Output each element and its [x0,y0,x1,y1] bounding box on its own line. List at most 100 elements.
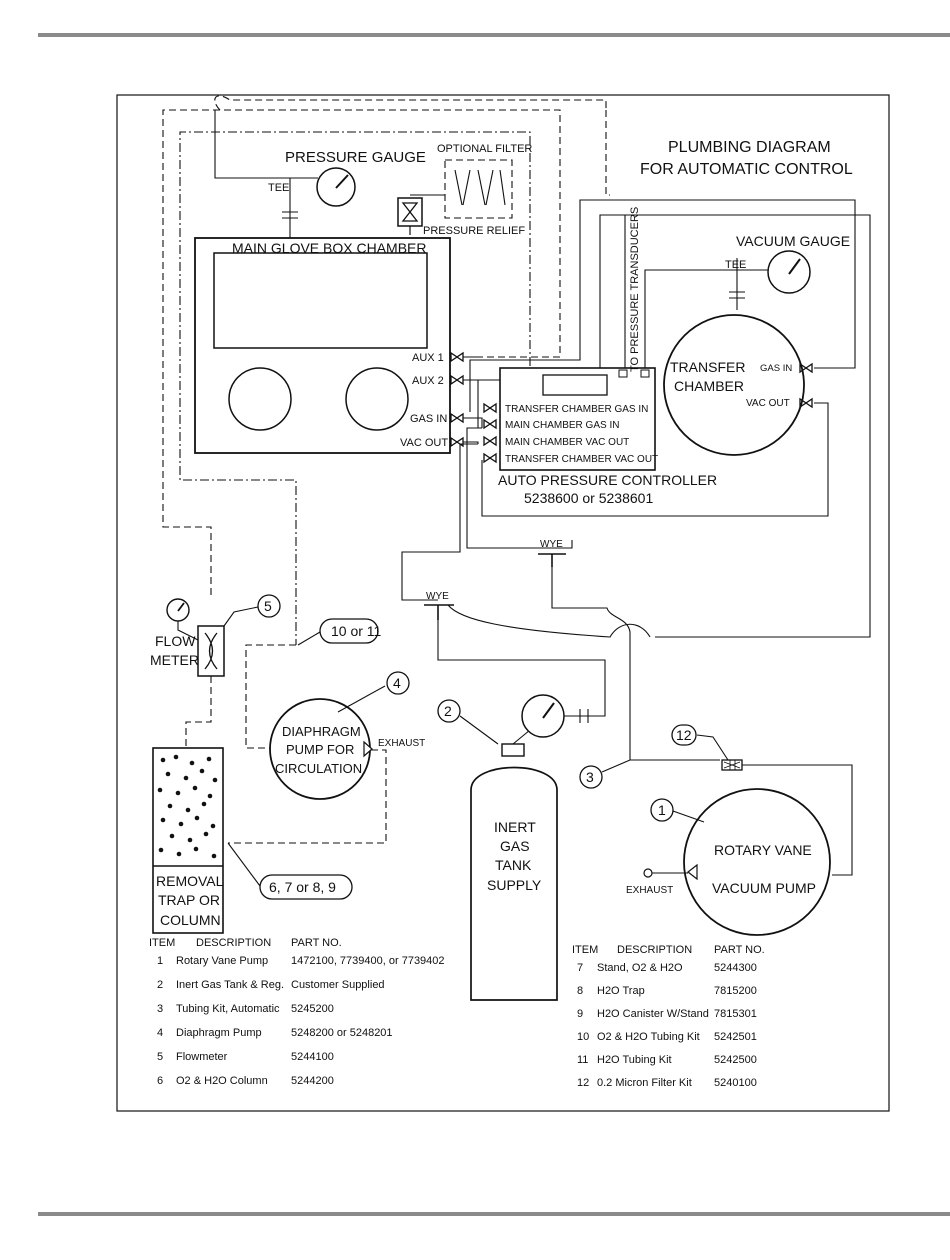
tee-left-label: TEE [268,182,289,194]
micron-filter-icon [721,759,743,771]
svg-text:2: 2 [444,703,452,719]
rotary-exhaust-label: EXHAUST [626,885,673,896]
parts-right-header-item: ITEM [572,944,598,956]
parts-description-cell: H2O Trap [597,985,645,997]
parts-item-cell: 4 [157,1027,163,1039]
parts-left-header-part: PART NO. [291,937,342,949]
parts-left-header-item: ITEM [149,937,175,949]
svg-text:5: 5 [264,598,272,614]
parts-row: 6 O2 & H2O Column 5244200 [157,1075,334,1087]
callout-2: 2 [437,699,499,745]
svg-text:1: 1 [658,802,666,818]
parts-row: 10 O2 & H2O Tubing Kit 5242501 [577,1031,757,1043]
main-glove-box-chamber [194,237,451,454]
to-transducers-label: TO PRESSURE TRANSDUCERS [629,207,641,372]
callout-12: 12 [671,724,729,761]
parts-item-cell: 1 [157,955,163,967]
parts-description-cell: Rotary Vane Pump [176,955,268,967]
diaphragm-label-3: CIRCULATION [275,761,362,776]
main-chamber-label: MAIN GLOVE BOX CHAMBER [232,240,426,256]
parts-item-cell: 12 [577,1077,589,1089]
callout-4: 4 [337,671,410,713]
exhaust-port-icon [363,740,373,758]
removal-label-3: COLUMN [160,912,221,928]
flow-meter-label-2: METER [150,652,199,668]
optional-filter-icon [444,159,513,219]
parts-item-cell: 5 [157,1051,163,1063]
parts-item-cell: 6 [157,1075,163,1087]
auto-pressure-controller [499,367,656,471]
plumbing-lines [162,95,871,876]
pressure-relief-valve-icon [397,197,423,235]
removal-label-2: TRAP OR [158,892,220,908]
svg-text:3: 3 [586,769,594,785]
diaphragm-exhaust-label: EXHAUST [378,738,425,749]
parts-description-cell: Flowmeter [176,1051,228,1063]
transfer-chamber [663,314,805,456]
rotary-label-2: VACUUM PUMP [712,880,816,896]
transfer-chamber-label-2: CHAMBER [674,378,744,394]
port-gas-in-label: GAS IN [410,413,447,425]
parts-part-cell: 5242501 [714,1031,757,1043]
exhaust-outlet-icon [643,868,688,878]
glove-port-right [345,367,409,431]
parts-right-header-description: DESCRIPTION [617,944,692,956]
controller-port-2-label: MAIN CHAMBER GAS IN [505,420,619,431]
controller-parts-label: 5238600 or 5238601 [524,490,653,506]
parts-part-cell: 5240100 [714,1077,757,1089]
wye-lower-label: WYE [426,591,449,602]
diaphragm-label-1: DIAPHRAGM [282,724,361,739]
parts-description-cell: Stand, O2 & H2O [597,962,683,974]
parts-description-cell: O2 & H2O Tubing Kit [597,1031,700,1043]
parts-part-cell: 5244200 [291,1075,334,1087]
callout-1: 1 [650,798,705,823]
wye-upper-label: WYE [540,539,563,550]
parts-item-cell: 3 [157,1003,163,1015]
svg-text:12: 12 [676,727,692,743]
parts-row: 11 H2O Tubing Kit 5242500 [577,1054,757,1066]
parts-description-cell: H2O Tubing Kit [597,1054,672,1066]
parts-part-cell: 5242500 [714,1054,757,1066]
transfer-gas-in-label: GAS IN [760,363,792,374]
removal-column [152,747,224,934]
tee-right-label: TEE [725,259,746,271]
parts-description-cell: O2 & H2O Column [176,1075,268,1087]
parts-list-left: ITEM DESCRIPTION PART NO. 1 Rotary Vane P… [149,937,445,1087]
rotary-label-1: ROTARY VANE [714,842,812,858]
exhaust-port-icon [687,863,698,881]
diagram-title-line2: FOR AUTOMATIC CONTROL [640,161,853,178]
glove-port-left [228,367,292,431]
parts-item-cell: 9 [577,1008,583,1020]
parts-part-cell: 1472100, 7739400, or 7739402 [291,955,445,967]
callout-3: 3 [579,759,631,789]
callout-10-or-11: 10 or 11 [297,618,382,646]
parts-item-cell: 11 [577,1054,588,1066]
diagram-title-line1: PLUMBING DIAGRAM [668,139,831,156]
svg-text:4: 4 [393,675,401,691]
controller-port-4-label: TRANSFER CHAMBER VAC OUT [505,454,658,465]
parts-item-cell: 10 [577,1031,589,1043]
tank-label-3: TANK [495,857,532,873]
parts-description-cell: Inert Gas Tank & Reg. [176,979,284,991]
inert-gas-tank [470,743,558,1001]
bottom-rule [38,1212,950,1216]
parts-description-cell: Diaphragm Pump [176,1027,262,1039]
parts-left-header-description: DESCRIPTION [196,937,271,949]
parts-part-cell: 5244300 [714,962,757,974]
controller-port-1-label: TRANSFER CHAMBER GAS IN [505,404,648,415]
callout-6-7-or-8-9: 6, 7 or 8, 9 [227,842,353,900]
transfer-vac-out-label: VAC OUT [746,398,790,409]
parts-part-cell: 7815200 [714,985,757,997]
parts-description-cell: H2O Canister W/Stand [597,1008,709,1020]
diaphragm-label-2: PUMP FOR [286,742,354,757]
pressure-gauge-label: PRESSURE GAUGE [285,149,426,166]
parts-item-cell: 7 [577,962,583,974]
tank-label-1: INERT [494,819,536,835]
tank-label-4: SUPPLY [487,877,542,893]
rotary-vane-vacuum-pump [683,788,831,936]
